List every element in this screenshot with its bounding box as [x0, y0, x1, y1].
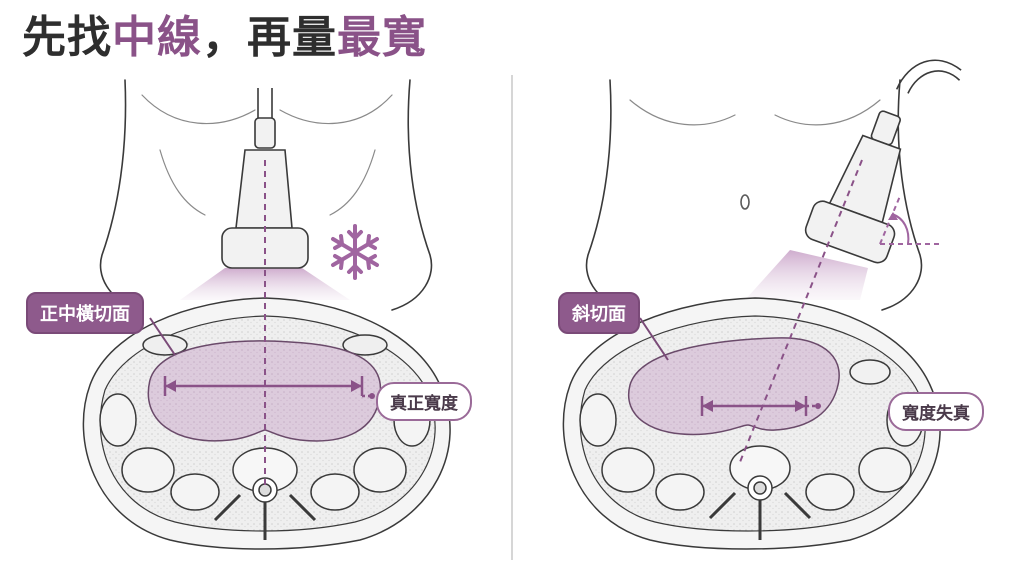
title-part-2: 中線 — [112, 12, 202, 63]
left-measure-label: 真正寬度 — [376, 382, 472, 421]
right-measurement — [700, 396, 821, 416]
right-measure-label: 寬度失真 — [888, 392, 984, 431]
left-tag-pointer — [149, 317, 176, 356]
right-ultrasound-beam — [745, 250, 868, 300]
title-part-4: 最寬 — [337, 12, 427, 63]
title-part-3: ，再量 — [202, 12, 337, 63]
title-part-1: 先找 — [22, 12, 112, 63]
left-cross-section — [82, 297, 451, 550]
right-probe — [804, 59, 962, 264]
snowflake-icon — [331, 224, 379, 280]
left-measurement — [163, 376, 375, 399]
left-organ — [147, 340, 382, 442]
right-cross-section — [562, 297, 941, 550]
right-tag-pointer — [639, 317, 669, 361]
right-view-tag: 斜切面 — [558, 292, 640, 334]
page-title: 先找中線，再量最寬 — [22, 8, 427, 68]
left-view-tag: 正中橫切面 — [26, 292, 144, 334]
right-organ — [627, 337, 840, 436]
angle-arrow-icon — [879, 195, 940, 245]
